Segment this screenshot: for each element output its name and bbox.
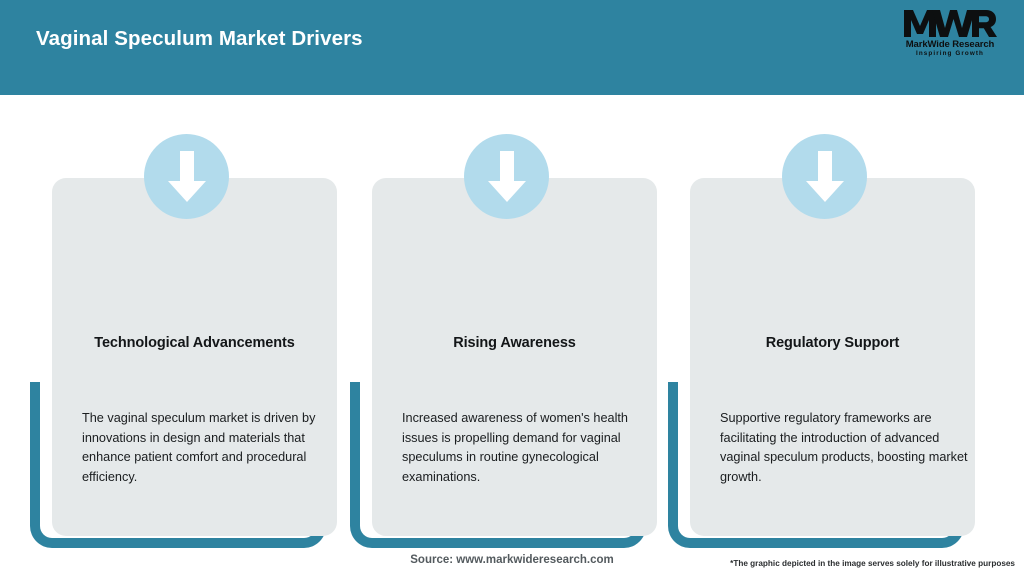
card-heading: Technological Advancements [94, 335, 295, 351]
arrow-down-glyph [806, 151, 844, 202]
card-heading: Regulatory Support [765, 335, 900, 351]
card-description: Increased awareness of women's health is… [402, 411, 628, 484]
card-description: Supportive regulatory frameworks are fac… [720, 411, 968, 484]
page-title: Vaginal Speculum Market Drivers [36, 27, 363, 50]
cards-region: Technological Advancements The vaginal s… [0, 95, 1024, 576]
arrow-down-glyph [168, 151, 206, 202]
brand-logo: MarkWide Research Inspiring Growth [894, 8, 1006, 64]
card-heading: Rising Awareness [453, 335, 576, 351]
driver-card-regulatory-support[interactable]: Regulatory Support Supportive regulatory… [660, 95, 982, 555]
card-description: The vaginal speculum market is driven by… [82, 411, 316, 484]
footer-disclaimer: *The graphic depicted in the image serve… [730, 559, 1015, 568]
logo-name: MarkWide Research [905, 39, 995, 50]
footer-source-link[interactable]: Source: www.markwideresearch.com [410, 554, 614, 566]
card-body: Rising Awareness Increased awareness of … [372, 178, 657, 536]
card-body: Technological Advancements The vaginal s… [52, 178, 337, 536]
arrow-down-icon [782, 134, 867, 219]
logo-tagline: Inspiring Growth [916, 50, 984, 57]
header-bar [0, 0, 1024, 95]
driver-card-technological-advancements[interactable]: Technological Advancements The vaginal s… [22, 95, 344, 555]
arrow-down-icon [464, 134, 549, 219]
arrow-down-icon [144, 134, 229, 219]
card-body: Regulatory Support Supportive regulatory… [690, 178, 975, 536]
arrow-down-glyph [488, 151, 526, 202]
mwr-logo-mark [904, 10, 997, 37]
driver-card-rising-awareness[interactable]: Rising Awareness Increased awareness of … [342, 95, 664, 555]
